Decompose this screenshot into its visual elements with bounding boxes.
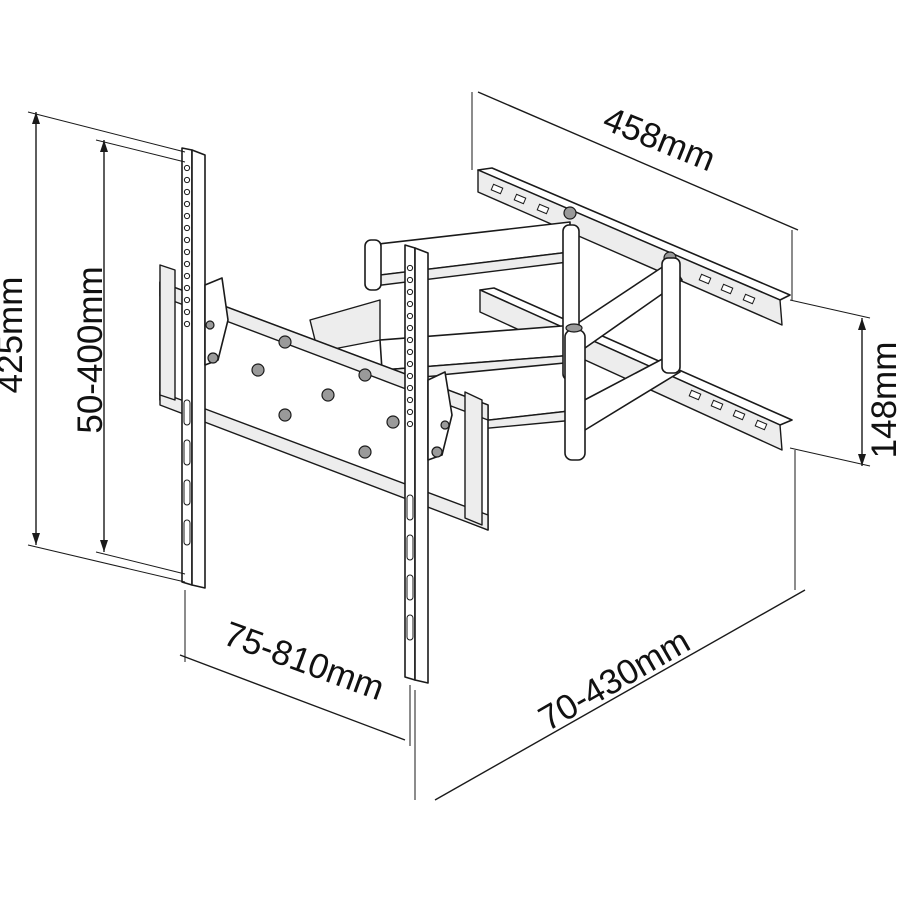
wall-plate-width-label: 458mm <box>598 99 721 179</box>
wall-plate-bolt <box>563 206 577 220</box>
wall-plate-upper-slots <box>490 183 756 305</box>
overall-height-label: 425mm <box>0 277 30 394</box>
wall-plate-height-label: 148mm <box>865 342 900 459</box>
pivot-left <box>364 239 382 291</box>
dimension-lines <box>27 91 871 801</box>
right-bracket-holes <box>406 264 414 641</box>
right-vertical-bracket <box>404 244 483 684</box>
pivot-wall <box>661 257 681 374</box>
vesa-horizontal-label: 75-810mm <box>219 614 390 708</box>
left-bracket-holes <box>183 164 191 546</box>
extension-label: 70-430mm <box>532 621 696 738</box>
left-vertical-bracket <box>159 147 229 589</box>
vesa-vertical-label: 50-400mm <box>71 266 110 433</box>
articulating-arms <box>309 221 683 461</box>
wall-plate-lower-slots <box>688 389 768 431</box>
